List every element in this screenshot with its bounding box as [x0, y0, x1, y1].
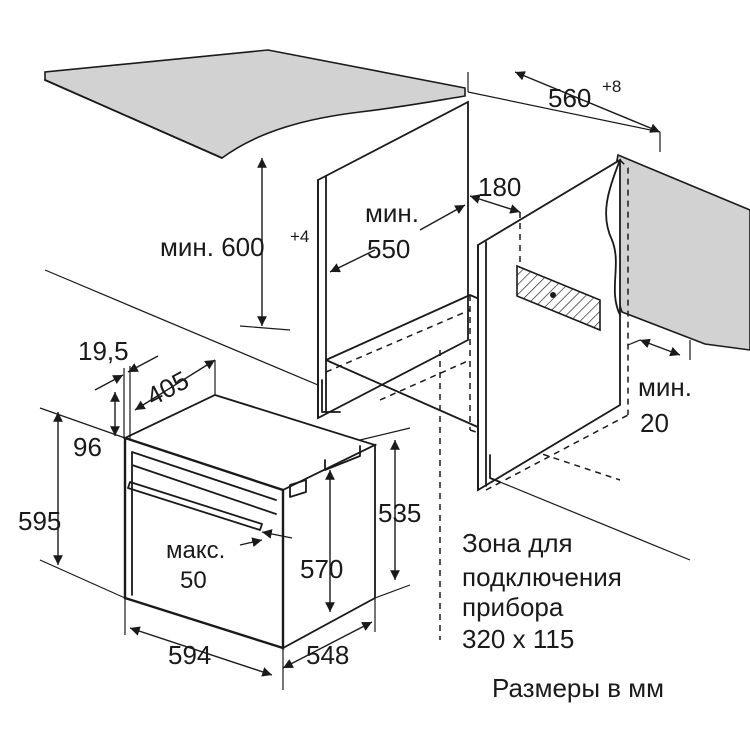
dim-oven-594	[129, 626, 273, 677]
oven-rear-vent	[324, 445, 361, 471]
label-niche-width-sup: +8	[602, 77, 621, 96]
label-oven-height: 595	[18, 506, 61, 536]
dim-oven-405	[134, 359, 216, 411]
label-top-clearance: 96	[73, 432, 102, 462]
dim-oven-19-5-ext	[123, 366, 131, 440]
left-countertop-front	[44, 79, 223, 159]
oven-front-panel	[131, 451, 277, 596]
footer-note: Размеры в мм	[492, 673, 664, 703]
connection-zone-line4: 320 x 115	[462, 624, 574, 654]
dim-oven-19-5	[127, 355, 159, 373]
oven-handle	[127, 481, 263, 531]
dim-gap-180	[469, 194, 521, 214]
dim-oven-19-5-b	[94, 374, 124, 391]
label-side-gap-2: 20	[640, 408, 669, 438]
right-cabinet-wavy-cut	[605, 159, 621, 316]
dim-side-20	[639, 338, 681, 357]
label-min-depth-2: 550	[367, 234, 410, 264]
label-min-height: мин. 600	[160, 232, 265, 262]
label-front-offset: 19,5	[78, 336, 129, 366]
connection-point	[550, 292, 556, 298]
label-body-height: 535	[378, 498, 421, 528]
connection-zone-line3: прибора	[462, 592, 564, 622]
dim-oven-548	[282, 621, 373, 669]
label-min-depth-1: мин.	[365, 198, 419, 228]
oven-control-knob	[289, 479, 307, 498]
dim-depth-550	[329, 249, 376, 273]
label-inner-height: 570	[300, 554, 343, 584]
right-cabinet-edge	[477, 241, 487, 491]
dim-oven-50	[261, 529, 293, 539]
dim-height-600-ext	[239, 325, 291, 331]
label-niche-width: 560	[548, 83, 591, 113]
dim-oven-535-ext	[359, 427, 411, 599]
dim-oven-50-b	[239, 537, 263, 547]
label-oven-depth: 548	[306, 640, 349, 670]
dim-width-560-ext	[467, 72, 661, 152]
connection-zone-line2: подключения	[462, 562, 622, 592]
left-cabinet-edge	[317, 175, 327, 419]
label-handle-2: 50	[180, 567, 207, 594]
label-top-gap: 180	[478, 172, 521, 202]
label-min-height-sup: +4	[290, 227, 309, 246]
niche-floor-dashed	[325, 295, 621, 481]
baseboard-line	[499, 481, 691, 561]
right-panel-dashed-back	[485, 159, 629, 491]
dim-depth-550-b	[419, 204, 466, 231]
connection-zone-line1: Зона для	[462, 528, 573, 558]
right-countertop	[602, 153, 750, 351]
label-side-gap-1: мин.	[638, 372, 692, 402]
floor-line-left	[44, 269, 319, 386]
label-handle-1: макс.	[166, 537, 225, 564]
left-countertop	[44, 49, 466, 159]
label-front-depth: 405	[141, 365, 193, 412]
dim-width-560	[514, 71, 661, 133]
connection-zone-box	[516, 264, 601, 332]
right-plinth	[489, 454, 501, 483]
left-cabinet-plinth	[321, 379, 341, 413]
label-oven-width: 594	[168, 640, 211, 670]
dim-side-20-ext	[627, 339, 691, 360]
